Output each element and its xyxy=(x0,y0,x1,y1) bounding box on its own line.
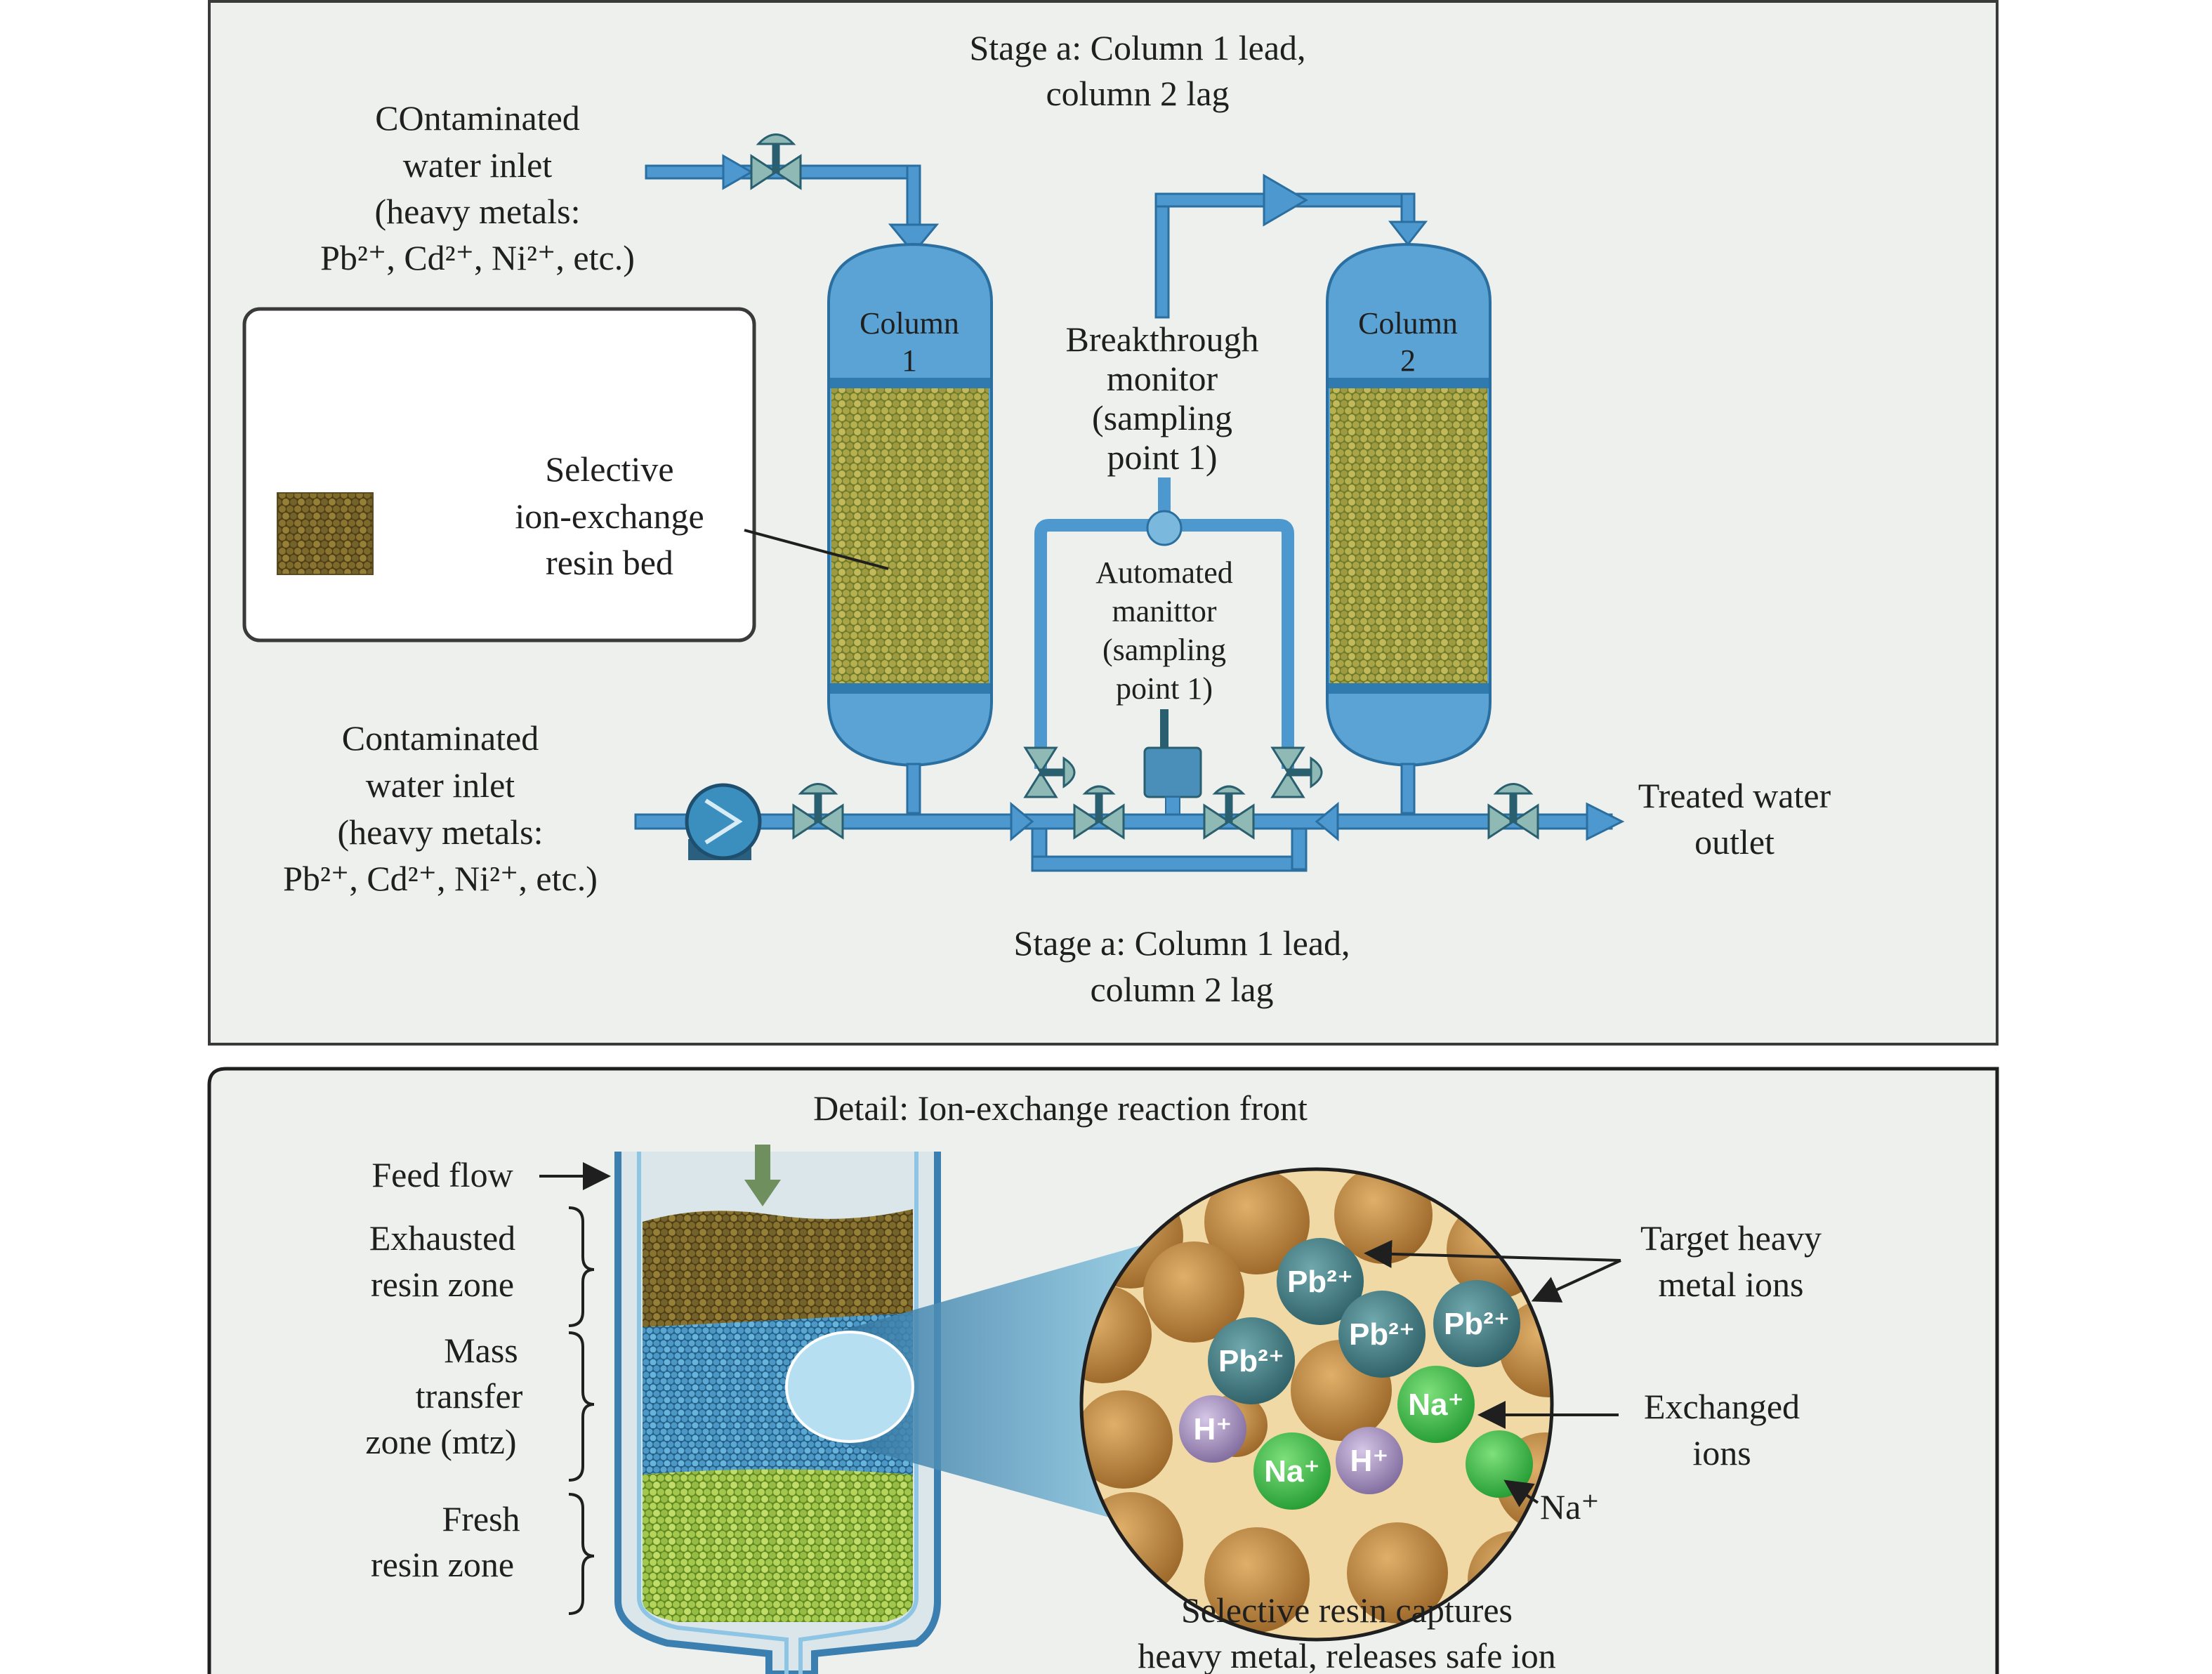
inset-label-line2: ion-exchange xyxy=(515,496,704,536)
exchanged-label-line2: ions xyxy=(1692,1433,1751,1472)
ion-h-2: H⁺ xyxy=(1336,1427,1403,1494)
outlet-label-line2: outlet xyxy=(1694,822,1775,862)
ion-pb-2: Pb²⁺ xyxy=(1208,1317,1295,1404)
svg-text:COntaminated: COntaminated xyxy=(375,98,580,138)
mtz-label-line2: transfer xyxy=(416,1376,523,1416)
target-arrow-1 xyxy=(1364,1239,1621,1268)
svg-text:Pb²⁺, Cd²⁺, Ni²⁺, etc.): Pb²⁺, Cd²⁺, Ni²⁺, etc.) xyxy=(320,238,635,277)
svg-text:Automated: Automated xyxy=(1095,555,1233,590)
inset-label-line3: resin bed xyxy=(546,543,673,582)
ion-na-2: Na⁺ xyxy=(1397,1366,1475,1443)
automated-monitor-box xyxy=(1143,709,1202,826)
mtz-brace xyxy=(568,1331,595,1482)
pump[interactable] xyxy=(685,783,762,860)
exhausted-label-line1: Exhausted xyxy=(369,1218,515,1258)
valve-inlet-bottom[interactable] xyxy=(792,783,844,840)
breakthrough-monitor-label: Breakthrough monitor (sampling point 1) xyxy=(1066,319,1259,477)
svg-text:H⁺: H⁺ xyxy=(1194,1412,1232,1446)
bottom-panel: Detail: Ion-exchange reaction front xyxy=(207,1067,1999,1674)
detail-column xyxy=(614,1145,941,1674)
svg-text:monitor: monitor xyxy=(1107,359,1218,398)
svg-text:Pb²⁺: Pb²⁺ xyxy=(1287,1265,1353,1299)
transfer-pipe-top xyxy=(1154,173,1428,319)
svg-text:manittor: manittor xyxy=(1112,594,1216,628)
caption-line2: heavy metal, releases safe ion xyxy=(1138,1636,1556,1674)
column-2-label-line1: Column xyxy=(1358,306,1458,341)
exhausted-label-line2: resin zone xyxy=(371,1265,514,1304)
mtz-label-line3: zone (mtz) xyxy=(365,1422,516,1461)
stage-label-top-line2: column 2 lag xyxy=(1046,74,1229,113)
main-pipe-bottom xyxy=(634,801,1625,872)
detail-title: Detail: Ion-exchange reaction front xyxy=(813,1088,1308,1128)
ion-pb-3: Pb²⁺ xyxy=(1338,1291,1426,1378)
stage-label-top-line1: Stage a: Column 1 lead, xyxy=(969,28,1305,67)
valve-bypass-left[interactable] xyxy=(1073,785,1125,840)
resin-bed-inset: Selective ion-exchange resin bed xyxy=(242,307,756,642)
top-panel: Stage a: Column 1 lead, column 2 lag COn… xyxy=(208,0,1999,1046)
valve-column1-side[interactable] xyxy=(1023,746,1076,798)
exhausted-brace xyxy=(568,1206,595,1327)
svg-text:Pb²⁺, Cd²⁺, Ni²⁺, etc.): Pb²⁺, Cd²⁺, Ni²⁺, etc.) xyxy=(283,859,598,898)
svg-text:Na⁺: Na⁺ xyxy=(1408,1388,1463,1422)
stage-label-bottom-line2: column 2 lag xyxy=(1090,970,1273,1009)
svg-text:(heavy metals:: (heavy metals: xyxy=(375,192,581,231)
inset-label-line1: Selective xyxy=(545,449,673,489)
sampling-point-node xyxy=(1146,510,1183,546)
inlet-bottom-label: Contaminated water inlet (heavy metals: … xyxy=(283,718,598,898)
ion-na-3 xyxy=(1466,1430,1533,1498)
svg-text:water inlet: water inlet xyxy=(366,765,515,805)
svg-text:water inlet: water inlet xyxy=(403,145,553,185)
column-1-label-line2: 1 xyxy=(902,343,917,378)
valve-outlet[interactable] xyxy=(1487,783,1539,840)
fresh-label-line2: resin zone xyxy=(371,1545,514,1584)
ion-pb-1: Pb²⁺ xyxy=(1277,1238,1364,1325)
svg-text:point 1): point 1) xyxy=(1107,437,1218,477)
column-2-label-line2: 2 xyxy=(1400,343,1416,378)
caption-line1: Selective resin captures xyxy=(1181,1590,1513,1630)
fresh-zone-fill xyxy=(643,1469,913,1622)
column-2-resin xyxy=(1330,388,1487,683)
exchanged-label-line1: Exchanged xyxy=(1644,1387,1800,1426)
svg-text:(sampling: (sampling xyxy=(1092,398,1232,437)
outlet-label-line1: Treated water xyxy=(1638,776,1831,815)
column-2 xyxy=(1326,242,1492,815)
svg-text:Breakthrough: Breakthrough xyxy=(1066,319,1259,359)
stage-label-bottom-line1: Stage a: Column 1 lead, xyxy=(1013,923,1350,963)
svg-text:Contaminated: Contaminated xyxy=(342,718,539,758)
fresh-label-line1: Fresh xyxy=(442,1499,520,1538)
inlet-top-label: COntaminated water inlet (heavy metals: … xyxy=(320,98,635,277)
exhausted-zone-fill xyxy=(643,1209,913,1327)
target-label-line1: Target heavy xyxy=(1640,1218,1822,1258)
svg-text:(sampling: (sampling xyxy=(1102,633,1226,667)
na-pointer-arrow xyxy=(1503,1479,1539,1508)
svg-text:Pb²⁺: Pb²⁺ xyxy=(1218,1344,1284,1378)
svg-text:Pb²⁺: Pb²⁺ xyxy=(1444,1307,1510,1341)
inset-leader-line xyxy=(744,529,889,570)
target-label-line2: metal ions xyxy=(1659,1265,1804,1304)
ion-na-1: Na⁺ xyxy=(1253,1432,1331,1510)
ion-pb-4: Pb²⁺ xyxy=(1433,1280,1520,1367)
resin-sample-swatch xyxy=(277,492,374,575)
mtz-label-line1: Mass xyxy=(444,1331,518,1370)
na-pointer-label: Na⁺ xyxy=(1540,1487,1600,1527)
svg-text:Na⁺: Na⁺ xyxy=(1264,1454,1319,1489)
svg-text:Pb²⁺: Pb²⁺ xyxy=(1349,1317,1415,1352)
svg-text:(heavy metals:: (heavy metals: xyxy=(338,812,544,852)
target-arrow-2 xyxy=(1531,1259,1621,1303)
column-1-label-line1: Column xyxy=(860,306,959,341)
valve-bypass-right[interactable] xyxy=(1203,785,1255,840)
mtz-magnified-spot xyxy=(785,1331,914,1443)
automated-monitor-label: Automated manittor (sampling point 1) xyxy=(1095,555,1233,706)
fresh-brace xyxy=(568,1493,595,1615)
valve-top[interactable] xyxy=(750,133,802,190)
column-1-resin xyxy=(831,388,989,683)
ion-h-1: H⁺ xyxy=(1179,1395,1246,1463)
svg-text:point 1): point 1) xyxy=(1116,671,1213,706)
column-1 xyxy=(827,242,993,815)
feed-flow-label: Feed flow xyxy=(371,1155,513,1194)
valve-column2-side[interactable] xyxy=(1270,746,1323,798)
svg-text:H⁺: H⁺ xyxy=(1350,1444,1389,1478)
